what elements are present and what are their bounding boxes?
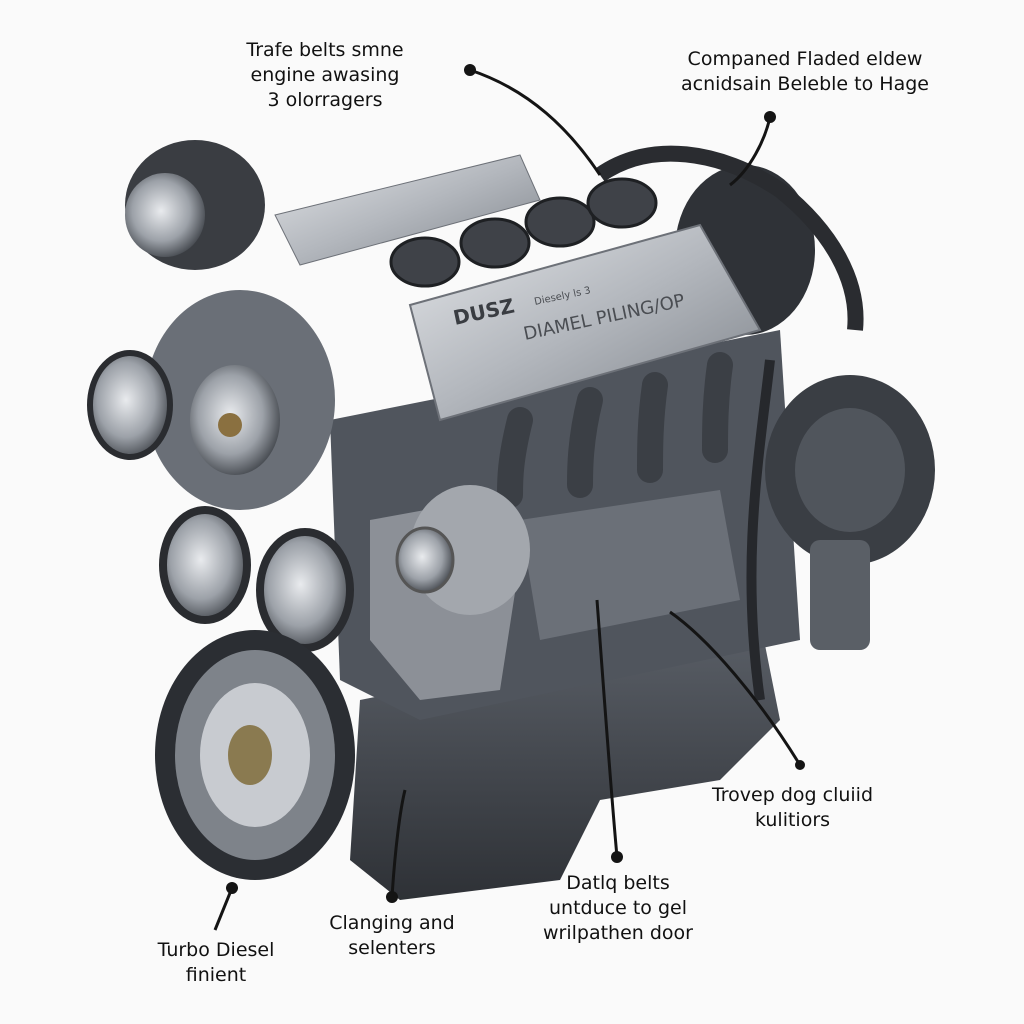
turbocharger [370,485,530,700]
leader-lines [213,68,802,931]
callout-line: selenters [348,937,436,959]
callout-line: acnidsain Beleble to Hage [681,73,929,95]
callout-right: Trovep dog cluiid kulitiors [690,783,895,833]
callout-line: engine awasing [250,64,400,86]
callout-line: kulitiors [754,809,831,831]
callout-line: 3 olorragers [267,89,383,111]
callout-line: finient [185,964,247,986]
exhaust-manifold [497,352,733,508]
callout-top-left: Trafe belts smne engine awasing 3 olorra… [225,38,425,113]
pulleys [87,140,354,652]
callout-line: Companed Fladed eldew [687,48,923,70]
intake-trumpets [389,177,658,288]
callout-line: Clanging and [329,912,455,934]
callout-line: Turbo Diesel [157,939,275,961]
valve-cover: DUSZ Diesely ls 3 DIAMEL PILING/OP [274,154,762,422]
callout-bottom-mid-left: Clanging and selenters [307,911,477,961]
callout-line: Trovep dog cluiid [711,784,874,806]
callout-line: untduce to gel [549,897,687,919]
crankshaft-pulley [155,630,355,880]
callout-top-right: Companed Fladed eldew acnidsain Beleble … [655,47,955,97]
callout-line: wrilpathen door [543,922,693,944]
leader-dots [226,64,805,903]
callout-bottom-center: Datlq belts untduce to gel wrilpathen do… [518,871,718,946]
flywheel-housing [595,145,935,701]
callout-line: Datlq belts [566,872,670,894]
callout-bottom-left: Turbo Diesel finient [136,938,296,988]
timing-cover [145,290,335,510]
callout-line: Trafe belts smne [246,39,404,61]
